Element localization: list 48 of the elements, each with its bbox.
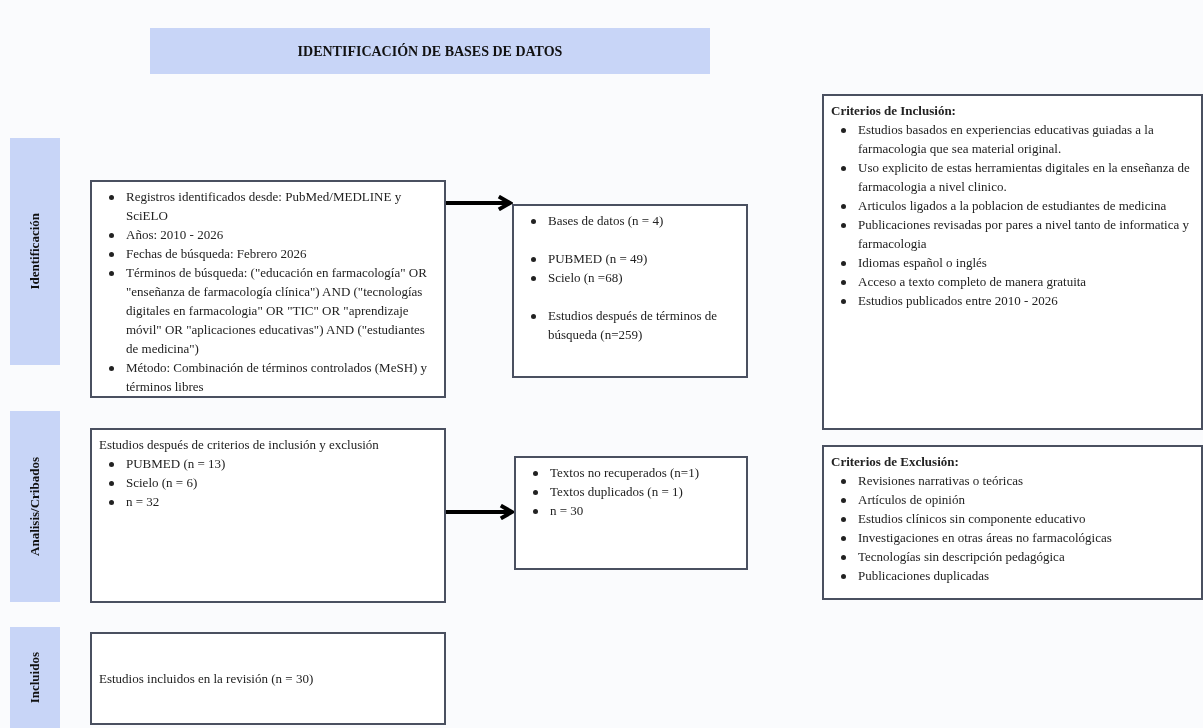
process-box xyxy=(512,204,748,378)
box-text: Estudios incluidos en la revisión (n = 30) xyxy=(99,670,314,688)
bullet-text: Bases de datos (n = 4) xyxy=(548,212,664,230)
bullet-text: Método: Combinación de términos controlados (MeSH) y términos libres xyxy=(126,359,429,396)
bullet-text: Años: 2010 - 2026 xyxy=(126,226,224,244)
title-banner: IDENTIFICACIÓN DE BASES DE DATOS xyxy=(150,28,710,74)
bullet-text: Idiomas español o inglés xyxy=(858,254,987,272)
bullet-text: PUBMED (n = 49) xyxy=(548,250,648,268)
bullet-text: Articulos ligados a la poblacion de estudiantes de medicina xyxy=(858,197,1167,215)
bullet-text: Uso explicito de estas herramientas digitales en la enseñanza de farmacologia a nivel clinico. xyxy=(858,159,1191,196)
bullet-text: Publicaciones duplicadas xyxy=(858,567,990,585)
bullet-text: n = 30 xyxy=(550,502,584,520)
bullet-text: Fechas de búsqueda: Febrero 2026 xyxy=(126,245,307,263)
process-box xyxy=(90,632,446,725)
bullet-text: Tecnologías sin descripción pedagógica xyxy=(858,548,1065,566)
bullet-text: Estudios clínicos sin componente educativo xyxy=(858,510,1086,528)
bullet-text: Textos no recuperados (n=1) xyxy=(550,464,699,482)
stage-label: Identificación xyxy=(26,213,44,290)
stage-label: Analisis/Cribados xyxy=(26,457,44,556)
process-box xyxy=(514,456,748,570)
bullet-text: Registros identificados desde: PubMed/MEDLINE y SciELO xyxy=(126,188,403,225)
criteria-box xyxy=(822,94,1203,430)
criteria-heading: Criterios de Inclusión: xyxy=(831,102,956,120)
process-box xyxy=(90,180,446,398)
stage-band xyxy=(10,627,60,728)
stage-band xyxy=(10,411,60,602)
bullet-text: Investigaciones en otras áreas no farmacológicas xyxy=(858,529,1112,547)
stage-band xyxy=(10,138,60,365)
bullet-text: Artículos de opinión xyxy=(858,491,965,509)
bullet-text: Revisiones narrativas o teóricas xyxy=(858,472,1023,490)
bullet-text: Estudios basados en experiencias educativas guiadas a la farmacologia que sea material original. xyxy=(858,121,1155,158)
bullet-text: Textos duplicados (n = 1) xyxy=(550,483,683,501)
criteria-box xyxy=(822,445,1203,600)
bullet-text: PUBMED (n = 13) xyxy=(126,455,226,473)
box-text: Estudios después de criterios de inclusión y exclusión xyxy=(99,436,379,454)
bullet-text: Publicaciones revisadas por pares a nivel tanto de informatica y farmacologia xyxy=(858,216,1191,253)
bullet-text: Acceso a texto completo de manera gratuita xyxy=(858,273,1087,291)
arrow xyxy=(446,194,512,212)
process-box xyxy=(90,428,446,603)
bullet-text: Scielo (n =68) xyxy=(548,269,623,287)
bullet-text: Scielo (n = 6) xyxy=(126,474,198,492)
criteria-heading: Criterios de Exclusión: xyxy=(831,453,959,471)
stage-label: Incluidos xyxy=(26,651,44,704)
bullet-text: Estudios publicados entre 2010 - 2026 xyxy=(858,292,1058,310)
bullet-text: Términos de búsqueda: ("educación en farmacología" OR "enseñanza de farmacología clínica") AND ("tecnologías digitales en farmacologia" OR "TIC" OR "aprendizaje móvil" OR "aplicaciones educativas") AND ("estudiantes de medicina") xyxy=(126,264,428,358)
arrow xyxy=(446,503,514,521)
bullet-text: n = 32 xyxy=(126,493,160,511)
bullet-text: Estudios después de términos de búsqueda (n=259) xyxy=(548,307,718,344)
